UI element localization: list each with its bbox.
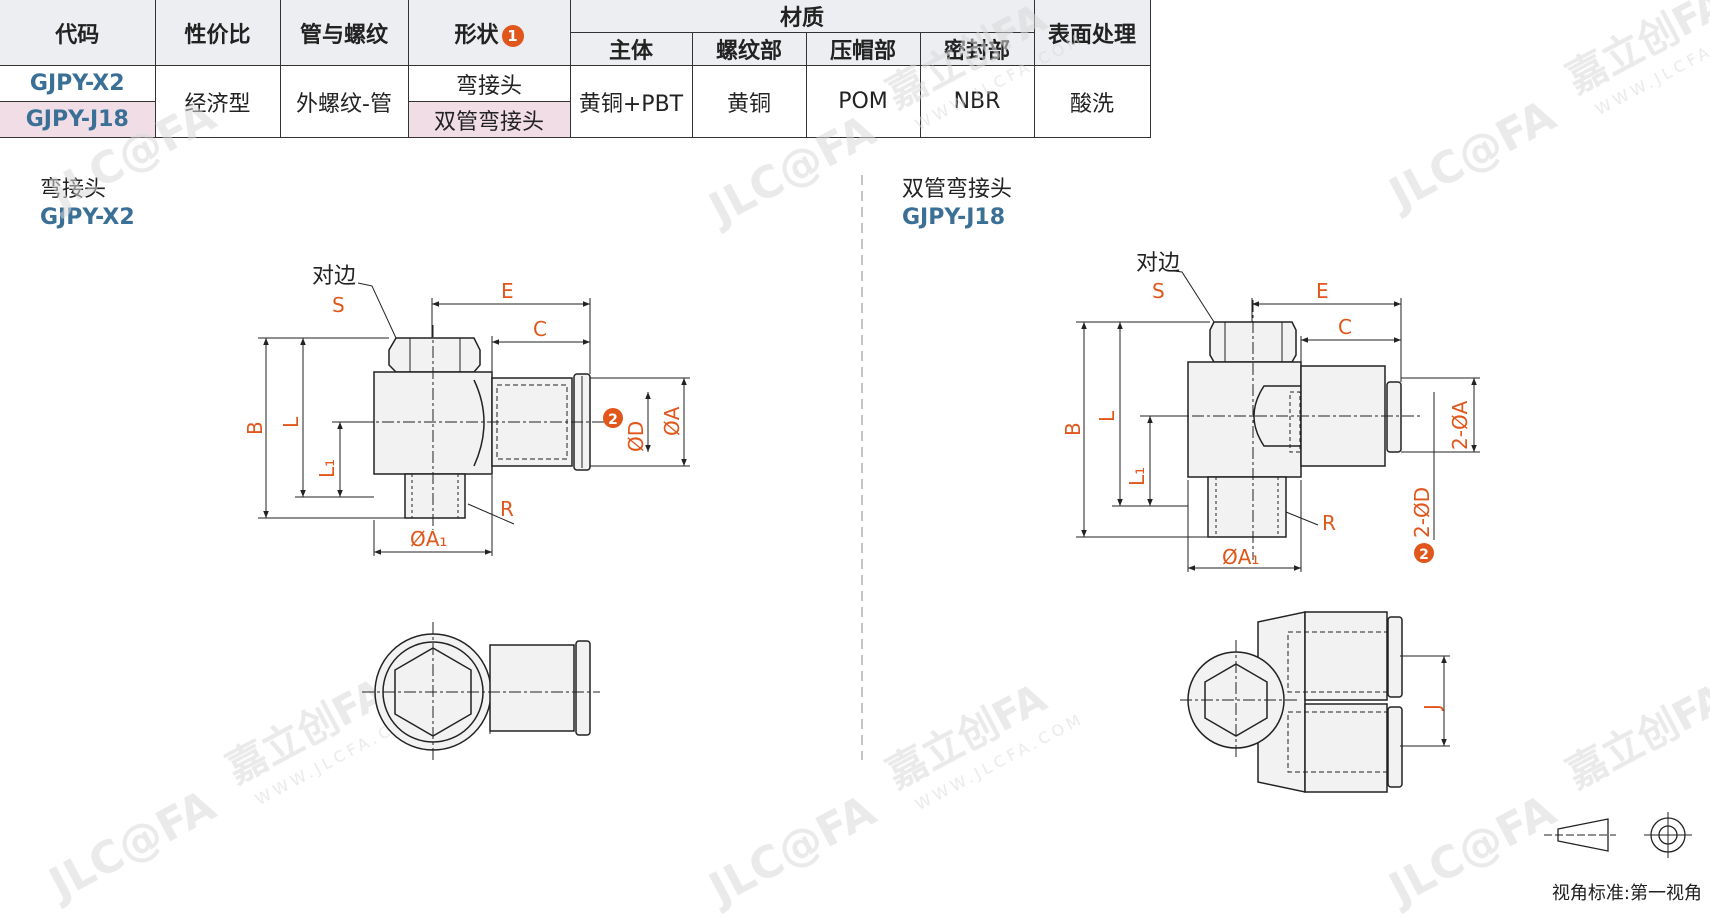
left-front-dimensions xyxy=(258,282,690,556)
left-dimension-labels: 对边 S E C B L L₁ R ØA₁ ØD ØA xyxy=(243,264,684,551)
label-D: ØD xyxy=(624,421,648,452)
row-shape: 弯接头 xyxy=(407,65,571,102)
badge-2: 2 xyxy=(1419,547,1429,563)
label-L1: L₁ xyxy=(315,459,339,478)
label-S: S xyxy=(332,293,345,317)
label-R: R xyxy=(500,497,514,521)
projection-label: 视角标准:第一视角 xyxy=(1551,883,1702,904)
row-code: GJPY-J18 xyxy=(0,101,156,138)
right-top-view xyxy=(1187,611,1403,793)
header-material-thread: 螺纹部 xyxy=(691,32,807,66)
label-A1: ØA₁ xyxy=(410,527,447,551)
cell-material-cap: POM xyxy=(805,65,921,138)
watermark-logo: JLC@FA xyxy=(39,90,224,221)
cell-price-ratio: 经济型 xyxy=(154,65,281,138)
label-J: J xyxy=(1420,704,1444,712)
header-material-body: 主体 xyxy=(570,32,693,66)
label-C: C xyxy=(1338,315,1352,339)
upper-sleeve xyxy=(1304,611,1388,701)
right-title-text: 双管弯接头 xyxy=(902,177,1013,202)
header-surface: 表面处理 xyxy=(1033,0,1151,66)
left-section-title: 弯接头 GJPY-X2 xyxy=(40,176,135,232)
header-shape-label: 形状 xyxy=(454,22,499,48)
thread-stub xyxy=(1207,476,1287,538)
cell-material-thread: 黄铜 xyxy=(691,65,807,138)
badge-2: 2 xyxy=(608,412,618,428)
watermark-logo: JLC@FA xyxy=(39,780,224,911)
right-front-view xyxy=(1187,321,1402,538)
note-badge-1: 1 xyxy=(501,24,524,47)
watermark-brand: 嘉立创FA xyxy=(1559,675,1710,797)
right-section-title: 双管弯接头 GJPY-J18 xyxy=(902,176,1012,232)
left-title-text: 弯接头 xyxy=(40,177,107,202)
header-price-ratio: 性价比 xyxy=(154,0,281,66)
cell-pipe-thread: 外螺纹-管 xyxy=(279,65,409,138)
right-note-badge: 2 xyxy=(1414,543,1434,563)
header-material: 材质 xyxy=(569,0,1035,33)
table-row: GJPY-X2 经济型 外螺纹-管 弯接头 黄铜+PBT 黄铜 POM NBR … xyxy=(0,65,1151,138)
label-E: E xyxy=(501,279,514,303)
watermark-logo: JLC@FA xyxy=(1379,90,1564,221)
watermark-layer: JLC@FA JLC@FA 嘉立创FA WWW.JLCFA.COM JLC@FA… xyxy=(39,0,1710,916)
label-across-flats: 对边 xyxy=(1136,251,1180,276)
watermark-logo: JLC@FA xyxy=(1379,785,1564,916)
label-A1: ØA₁ xyxy=(1222,545,1259,569)
label-L1: L₁ xyxy=(1125,467,1149,486)
left-note-badge: 2 xyxy=(603,408,623,428)
cell-material-body: 黄铜+PBT xyxy=(569,65,693,138)
top-release-ring xyxy=(575,640,591,736)
watermark-logo: JLC@FA xyxy=(699,105,884,236)
header-material-seal: 密封部 xyxy=(919,32,1035,66)
label-R: R xyxy=(1322,511,1336,535)
thread-stub xyxy=(404,473,466,519)
hex-nut xyxy=(388,337,481,373)
label-E: E xyxy=(1316,279,1329,303)
right-top-dimensions xyxy=(1180,640,1450,760)
label-L: L xyxy=(1095,410,1119,422)
label-L: L xyxy=(279,416,303,428)
lower-release-ring xyxy=(1387,706,1403,788)
projection-symbol xyxy=(1544,812,1692,858)
top-sleeve xyxy=(489,644,575,732)
release-ring xyxy=(1386,381,1402,453)
cell-material-seal: NBR xyxy=(919,65,1035,138)
label-across-flats: 对边 xyxy=(312,264,356,289)
lower-sleeve xyxy=(1304,703,1388,793)
label-S: S xyxy=(1152,279,1165,303)
left-title-code: GJPY-X2 xyxy=(40,205,135,230)
row-shape: 双管弯接头 xyxy=(407,101,571,138)
left-top-centerlines xyxy=(362,622,600,762)
left-front-view xyxy=(373,337,591,519)
header-material-cap: 压帽部 xyxy=(805,32,921,66)
label-B: B xyxy=(1061,422,1085,436)
right-front-dimensions xyxy=(1076,269,1480,572)
right-title-code: GJPY-J18 xyxy=(902,205,1005,230)
label-B: B xyxy=(243,421,267,435)
table-row: GJPY-J18 双管弯接头 xyxy=(0,101,1150,138)
right-dimension-labels: 对边 S E C B L L₁ R ØA₁ 2-ØA 2-ØD xyxy=(1061,251,1472,569)
label-C: C xyxy=(533,317,547,341)
header-code: 代码 xyxy=(0,0,156,66)
label-A: ØA xyxy=(660,406,684,436)
cell-surface: 酸洗 xyxy=(1033,65,1151,138)
label-D: 2-ØD xyxy=(1410,487,1434,538)
upper-release-ring xyxy=(1387,616,1403,698)
label-A: 2-ØA xyxy=(1448,400,1472,450)
watermark-logo: JLC@FA xyxy=(699,785,884,916)
